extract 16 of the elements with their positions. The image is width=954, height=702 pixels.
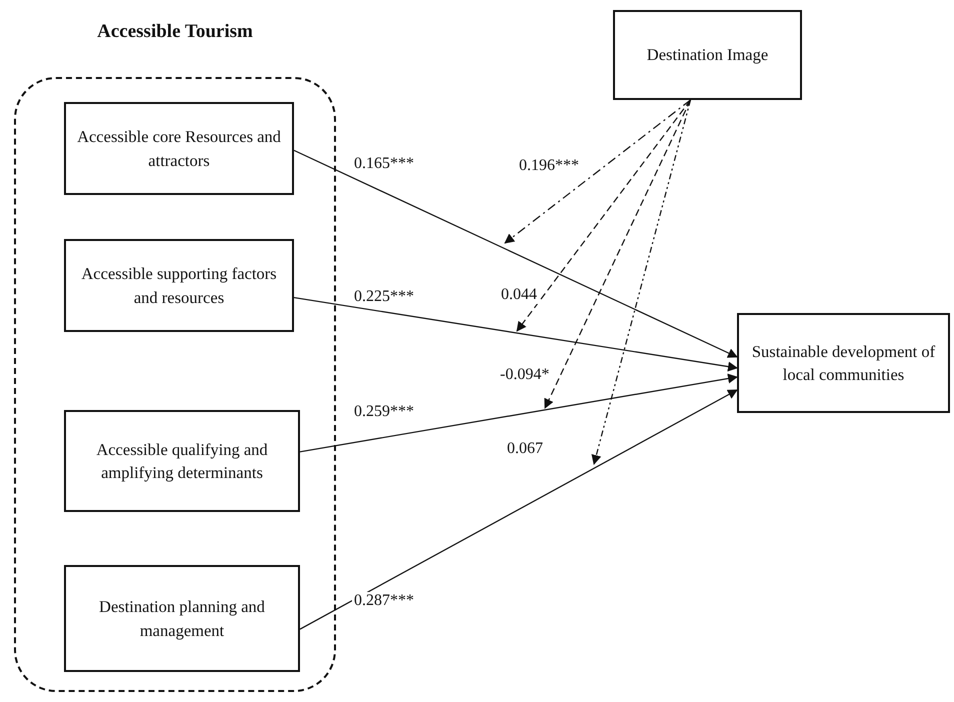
group-heading: Accessible Tourism <box>96 20 254 44</box>
arrow <box>294 150 738 358</box>
dashed-arrow <box>544 100 692 409</box>
dashed-arrow <box>504 100 691 244</box>
variable-box: Destination Image <box>613 10 802 100</box>
dashed-arrow <box>591 100 692 465</box>
variable-box: Sustainable development of local communities <box>737 313 950 413</box>
variable-box: Destination planning and management <box>64 565 300 672</box>
arrow <box>300 374 738 452</box>
dashed-arrow <box>516 100 691 332</box>
variable-box: Accessible core Resources and attractors <box>64 102 294 195</box>
arrow <box>300 389 738 630</box>
variable-box: Accessible qualifying and amplifying determinants <box>64 410 300 512</box>
arrow <box>294 297 738 372</box>
variable-box: Accessible supporting factors and resources <box>64 239 294 332</box>
edge-label: 0.044 <box>499 286 539 304</box>
